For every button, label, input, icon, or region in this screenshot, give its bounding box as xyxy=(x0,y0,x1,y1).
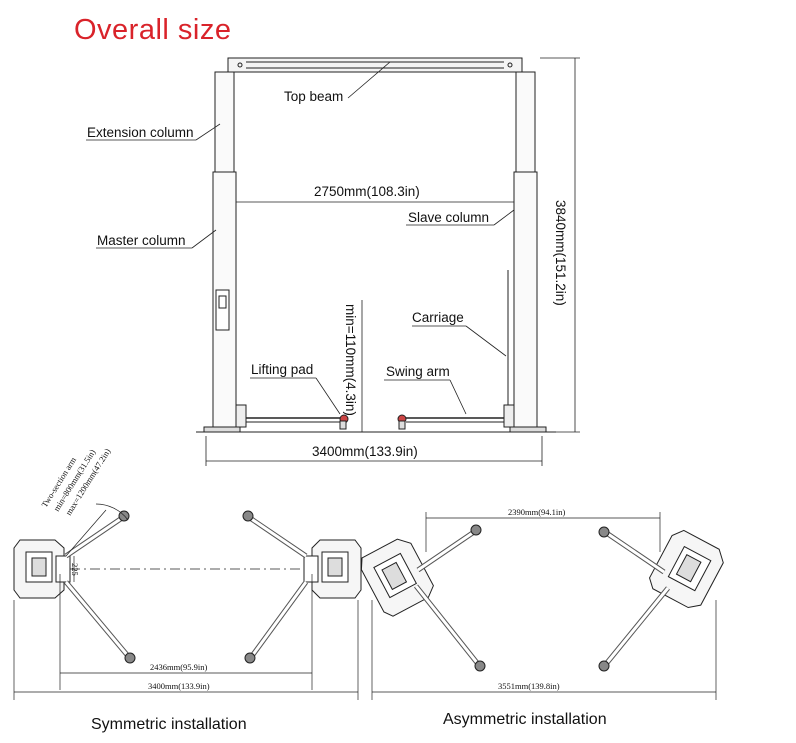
dim-sym-outer: 3400mm(133.9in) xyxy=(148,681,210,691)
dim-inner-width: 2750mm(108.3in) xyxy=(314,184,420,199)
dim-asym-inner: 2390mm(94.1in) xyxy=(508,507,566,517)
master-column xyxy=(203,71,241,433)
left-carriage-arm xyxy=(235,404,349,430)
label-swing-arm: Swing arm xyxy=(386,364,450,379)
top-beam xyxy=(227,57,523,73)
dim-sym-offset: 225 xyxy=(70,563,80,576)
label-carriage: Carriage xyxy=(412,310,464,325)
asymmetric-top-view xyxy=(360,512,724,700)
dim-sym-inner: 2436mm(95.9in) xyxy=(150,662,208,672)
dim-asym-outer: 3551mm(139.8in) xyxy=(498,681,560,691)
symmetric-top-view xyxy=(13,503,362,700)
page-title: Overall size xyxy=(74,14,232,46)
front-dimensions xyxy=(86,57,580,466)
label-slave-column: Slave column xyxy=(408,210,489,225)
slave-column xyxy=(507,71,547,433)
label-master-column: Master column xyxy=(97,233,186,248)
dim-height: 3840mm(151.2in) xyxy=(553,200,568,306)
label-top-beam: Top beam xyxy=(284,89,343,104)
dim-base-width: 3400mm(133.9in) xyxy=(312,444,418,459)
front-view xyxy=(196,57,556,433)
dim-min-height: min=110mm(4.3in) xyxy=(343,304,358,416)
label-extension-column: Extension column xyxy=(87,125,194,140)
right-carriage-arm xyxy=(397,404,515,430)
caption-asymmetric: Asymmetric installation xyxy=(443,711,607,728)
caption-symmetric: Symmetric installation xyxy=(91,716,247,733)
label-lifting-pad: Lifting pad xyxy=(251,362,313,377)
